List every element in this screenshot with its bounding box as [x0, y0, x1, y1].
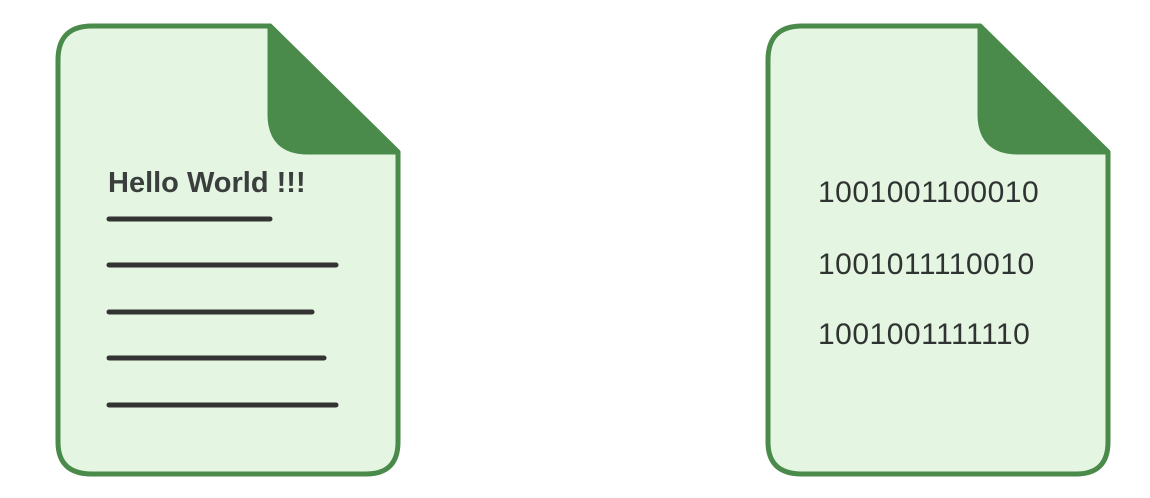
binary-line: 1001011110010	[818, 248, 1035, 281]
folded-corner	[977, 23, 1111, 155]
binary-line: 1001001100010	[818, 176, 1040, 209]
document-title: Hello World !!!	[108, 167, 306, 199]
text-document: Hello World !!!	[52, 22, 412, 482]
text-file-icon	[55, 23, 401, 477]
binary-file-icon	[765, 23, 1111, 477]
folded-corner	[267, 23, 401, 155]
binary-document: 1001001100010 1001011110010 100100111111…	[762, 22, 1122, 482]
binary-line: 1001001111110	[818, 318, 1031, 351]
